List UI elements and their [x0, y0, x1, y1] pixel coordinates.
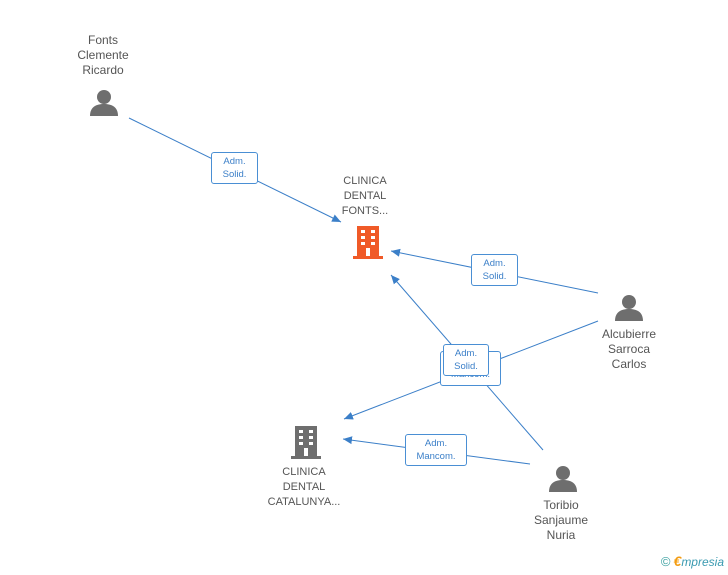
edge-badge-adm-solid[interactable]: Adm. Solid.: [211, 152, 258, 184]
building-icon[interactable]: [289, 424, 323, 460]
brand-footer[interactable]: ©€mpresia: [661, 553, 724, 569]
person-icon[interactable]: [614, 293, 644, 323]
person-icon[interactable]: [89, 88, 119, 118]
copyright-symbol: ©: [660, 554, 671, 569]
person-label-fonts[interactable]: Fonts Clemente Ricardo: [77, 33, 129, 77]
person-label-alcubierre[interactable]: Alcubierre Sarroca Carlos: [601, 327, 657, 371]
company-label-clinica-catalunya[interactable]: CLINICA DENTAL CATALUNYA...: [267, 466, 341, 508]
building-icon[interactable]: [351, 224, 385, 260]
brand-name: mpresia: [681, 555, 724, 569]
person-icon[interactable]: [548, 464, 578, 494]
edge-badge-adm-mancom[interactable]: Adm. Mancom.: [405, 434, 467, 466]
edge-badge-adm-solid[interactable]: Adm. Solid.: [471, 254, 518, 286]
brand-logo-mark: €: [673, 553, 682, 569]
company-label-clinica-fonts[interactable]: CLINICA DENTAL FONTS...: [341, 175, 389, 217]
person-label-toribio[interactable]: Toribio Sanjaume Nuria: [533, 498, 589, 542]
edge-badge-adm-solid[interactable]: Adm. Solid.: [443, 344, 489, 376]
